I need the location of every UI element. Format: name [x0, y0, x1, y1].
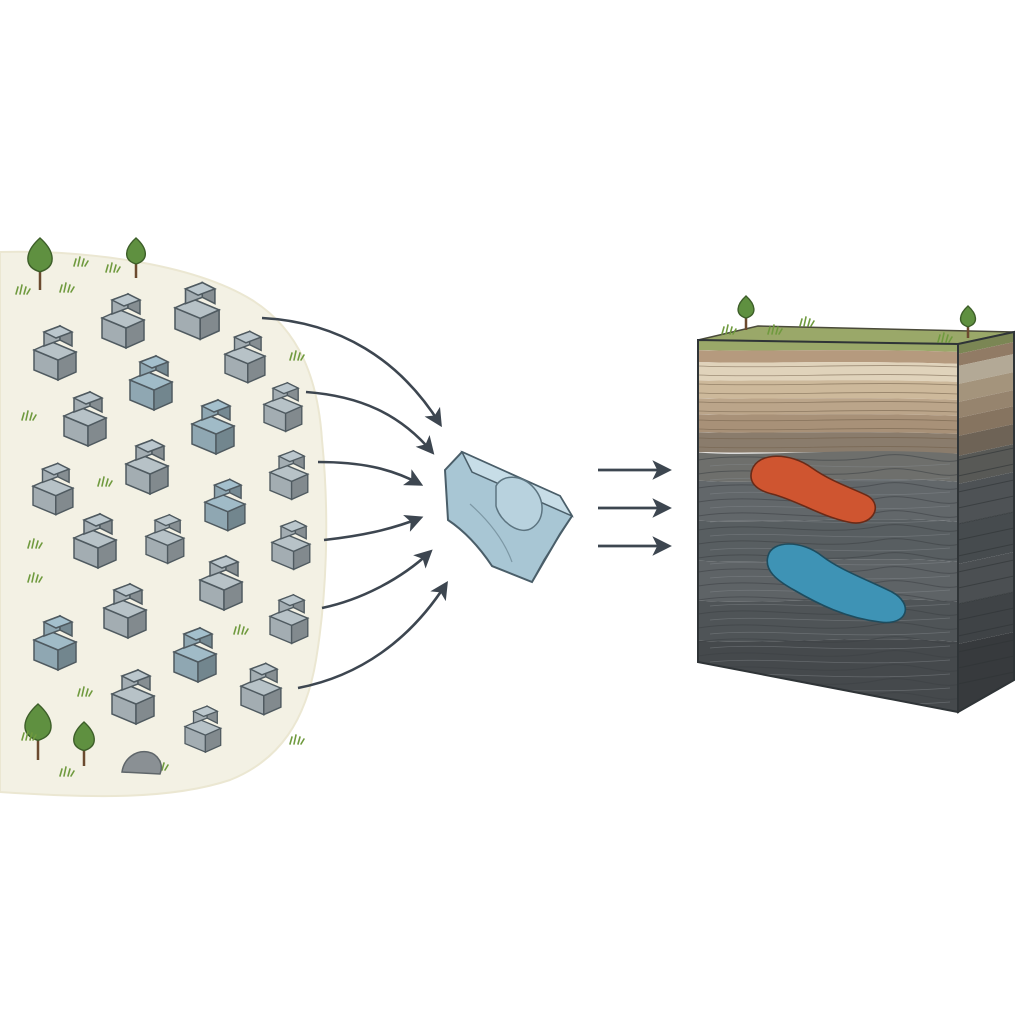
grass-icon	[27, 572, 43, 583]
field-block	[128, 354, 174, 412]
field-block	[62, 390, 108, 448]
field-block	[268, 593, 310, 645]
grass-icon	[767, 324, 783, 335]
grass-icon	[27, 538, 43, 549]
flow-arrow	[321, 549, 433, 610]
arrows-to-model	[261, 316, 448, 690]
grass-icon	[97, 476, 113, 487]
flow-arrow	[305, 390, 435, 455]
flow-arrow	[317, 460, 424, 486]
tree-icon	[73, 721, 95, 766]
grass-icon	[105, 262, 121, 273]
boulder	[121, 750, 162, 775]
field-block	[144, 513, 186, 565]
flow-arrow	[297, 580, 448, 690]
grass-icon	[77, 686, 93, 697]
model-block	[443, 450, 574, 584]
flow-arrow	[261, 316, 442, 428]
grass-icon	[799, 316, 815, 327]
tree-icon	[27, 237, 53, 290]
field-block	[102, 582, 148, 640]
grass-icon	[721, 324, 737, 335]
grass-icon	[289, 350, 305, 361]
grass-icon	[59, 282, 75, 293]
field-block	[270, 519, 312, 571]
field-decor	[15, 237, 305, 777]
section-decor	[721, 295, 977, 343]
grass-icon	[289, 734, 305, 745]
section-side-layers	[958, 332, 1014, 712]
grass-icon	[15, 284, 31, 295]
tree-icon	[24, 703, 52, 760]
field-block	[100, 292, 146, 350]
grass-icon	[59, 766, 75, 777]
cross-section	[697, 325, 1015, 714]
grass-icon	[937, 332, 953, 343]
tree-icon	[737, 295, 755, 330]
field-block	[183, 705, 223, 754]
lens-blue	[766, 543, 907, 624]
tree-icon	[959, 305, 977, 338]
field-block	[172, 626, 218, 684]
grass-icon	[73, 256, 89, 267]
field-block	[110, 668, 156, 726]
field-blocks	[31, 281, 312, 754]
grass-icon	[21, 730, 37, 741]
field-block	[32, 614, 78, 672]
field-block	[268, 449, 310, 501]
arrows-to-section	[598, 460, 672, 556]
grass-icon	[233, 624, 249, 635]
field-block	[239, 662, 283, 716]
field-block	[223, 330, 267, 384]
field-block	[262, 381, 304, 433]
tree-icon	[126, 237, 146, 278]
field-block	[190, 398, 236, 456]
field-block	[72, 512, 118, 570]
grass-icon	[21, 410, 37, 421]
field-block	[32, 324, 78, 382]
field-block	[124, 438, 170, 496]
field-block	[198, 554, 244, 612]
field-block	[203, 478, 247, 532]
lens-red	[750, 455, 877, 524]
flow-arrow	[323, 514, 424, 542]
field-block	[31, 462, 75, 516]
field-block	[173, 281, 222, 341]
section-front-layers	[698, 340, 958, 712]
